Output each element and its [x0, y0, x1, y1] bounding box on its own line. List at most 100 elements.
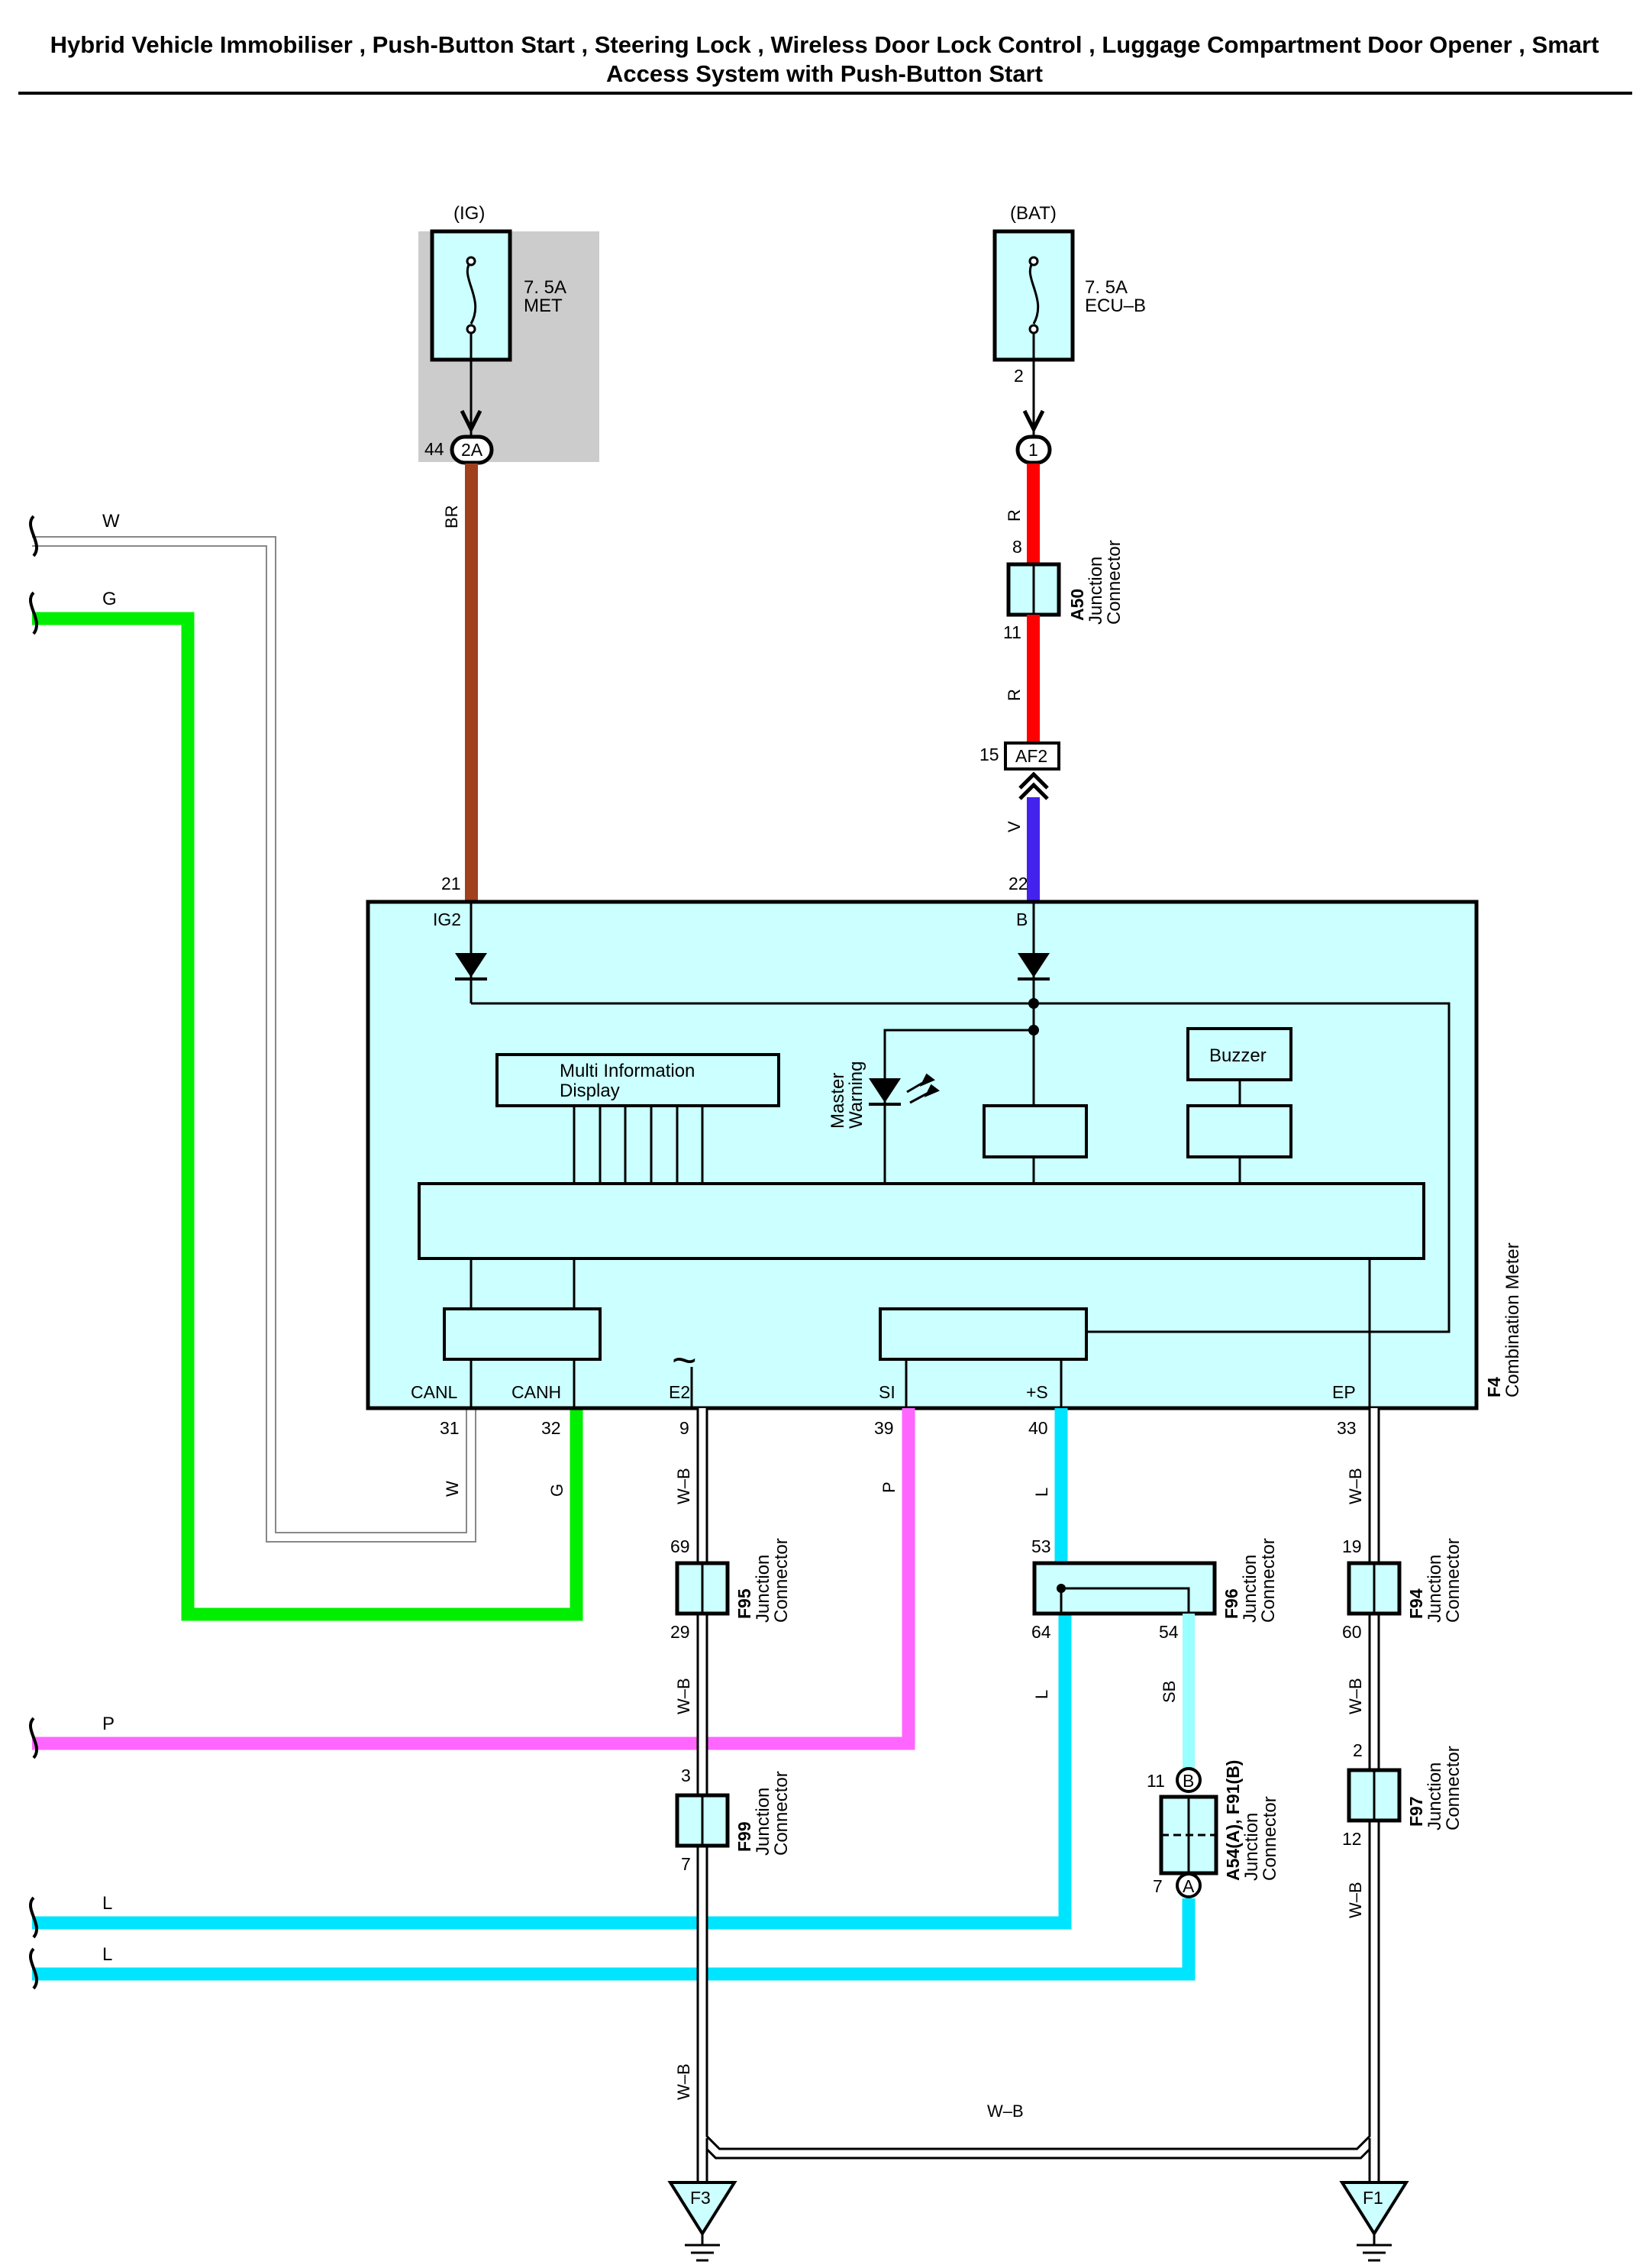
- connector-af2[interactable]: [1004, 741, 1060, 771]
- pin-canh-name: CANH: [511, 1382, 561, 1402]
- buzzer-driver-box: [1186, 1104, 1292, 1158]
- pin-b-name: B: [1016, 909, 1028, 929]
- wire-r-lower-label: R: [1005, 689, 1024, 701]
- meter-main-bus-block: [418, 1182, 1425, 1260]
- fuse-ecu-b-terminal-bottom: [1028, 324, 1039, 334]
- wire-l-s-lower-label: L: [1032, 1690, 1051, 1699]
- wire-wb-e2-lower-label: W–B: [674, 2063, 693, 2100]
- c1-pin: 2: [1014, 366, 1024, 386]
- wire-l-left-1: [32, 1614, 1072, 1930]
- fuse-ecu-b-icon: [1028, 260, 1040, 325]
- f99-type-2: Connector: [771, 1771, 792, 1856]
- wire-g-canh-label: G: [547, 1484, 566, 1497]
- f94-id: F94: [1406, 1588, 1426, 1619]
- f95-id: F95: [734, 1588, 754, 1619]
- f96-type-1: Junction: [1240, 1555, 1260, 1623]
- int-master: [883, 1029, 1034, 1184]
- f95-pin-out: 29: [670, 1622, 690, 1642]
- pin-e2-name: E2: [669, 1382, 690, 1402]
- break-g: [28, 591, 39, 635]
- f94-type-2: Connector: [1443, 1538, 1463, 1623]
- f95-type-1: Junction: [753, 1555, 773, 1623]
- wire-wb-ep-mid-label: W–B: [1346, 1678, 1365, 1714]
- wire-p-left: [32, 1408, 915, 1750]
- af2-pin: 15: [979, 745, 999, 764]
- ground-f3[interactable]: [667, 2181, 737, 2237]
- pin-ig2-num: 21: [441, 874, 461, 893]
- fuse-met-name: MET: [524, 296, 563, 316]
- ig-supply-label: (IG): [453, 203, 485, 224]
- wire-r-upper-label: R: [1005, 509, 1024, 522]
- wire-wb-ep-lower-label: W–B: [1346, 1882, 1365, 1918]
- a50-pin-in: 8: [1012, 537, 1022, 557]
- f96-pin-out-l: 64: [1031, 1622, 1051, 1642]
- f96-internal: [1061, 1587, 1190, 1614]
- mid-label-1: Multi Information: [560, 1061, 695, 1081]
- a50-type-2: Connector: [1104, 540, 1125, 625]
- led-rays-icon: [906, 1073, 940, 1104]
- fuse-met-rating: 7. 5A: [524, 277, 566, 298]
- fuse-met-icon: [466, 260, 477, 325]
- pin-canl-name: CANL: [411, 1382, 458, 1402]
- wire-l-left-2: [32, 1898, 1196, 1981]
- f97-type-2: Connector: [1443, 1746, 1463, 1830]
- f94-type-1: Junction: [1425, 1555, 1445, 1623]
- af2-code: AF2: [1015, 746, 1047, 766]
- a54-type-2: Connector: [1260, 1796, 1280, 1881]
- f96-pin-out-sb: 54: [1159, 1622, 1179, 1642]
- f99-type-1: Junction: [753, 1788, 773, 1856]
- pin-si-num: 39: [874, 1418, 894, 1438]
- pin-ep-name: EP: [1332, 1382, 1356, 1402]
- connector-1[interactable]: [1015, 435, 1052, 465]
- ground-f3-label: F3: [690, 2188, 711, 2208]
- f99-pin-out: 7: [681, 1854, 691, 1874]
- break-l-2: [28, 1947, 39, 1990]
- diode-ig2: [455, 953, 487, 977]
- wire-p-si-label: P: [879, 1481, 899, 1493]
- f96-id: F96: [1221, 1588, 1241, 1619]
- pin-canh-num: 32: [541, 1418, 561, 1438]
- f97-pin-in: 2: [1353, 1740, 1363, 1760]
- pin-e2-num: 9: [679, 1418, 689, 1438]
- bat-supply-label: (BAT): [1010, 203, 1057, 224]
- c1-code: 1: [1028, 440, 1038, 460]
- mid-label-2: Display: [560, 1081, 620, 1101]
- f94-pin-out: 60: [1342, 1622, 1362, 1642]
- multi-information-display[interactable]: [495, 1053, 780, 1107]
- a54-type-1: Junction: [1241, 1813, 1262, 1881]
- a50-pin-out: 11: [1003, 622, 1021, 642]
- arrow-ecu-b: [1022, 409, 1045, 434]
- wire-l-left-1-label: L: [102, 1893, 112, 1914]
- wire-l-left-2-label: L: [102, 1944, 112, 1965]
- bus-top: [471, 1002, 1451, 1333]
- fuse-ecu-b-rating: 7. 5A: [1085, 277, 1128, 298]
- f96-node: [1057, 1584, 1066, 1593]
- arrow-met: [460, 409, 482, 434]
- wire-wb-e2-mid-label: W–B: [674, 1678, 693, 1714]
- f99-pin-in: 3: [681, 1766, 691, 1785]
- f99-id: F99: [734, 1821, 754, 1852]
- diagram-title: Hybrid Vehicle Immobiliser , Push-Button…: [50, 31, 1599, 87]
- pin-b-num: 22: [1008, 874, 1028, 893]
- meter-name: Combination Meter: [1502, 1242, 1523, 1397]
- wire-br-label: BR: [442, 505, 461, 528]
- break-p: [28, 1717, 39, 1759]
- a54-mark-a: A: [1183, 1876, 1195, 1896]
- a54-id: A54(A), F91(B): [1223, 1760, 1243, 1881]
- af2-chevron: [1018, 771, 1049, 800]
- wire-v-label: V: [1005, 821, 1024, 832]
- f94-pin-in: 19: [1342, 1536, 1362, 1556]
- wire-wb-ground-label: W–B: [987, 2102, 1024, 2121]
- f97-id: F97: [1406, 1796, 1426, 1827]
- f95-pin-in: 69: [670, 1536, 690, 1556]
- f97-type-1: Junction: [1425, 1762, 1445, 1830]
- a54-mark-b-circle: [1176, 1767, 1202, 1793]
- master-warning-label-1: Master: [828, 1073, 848, 1129]
- connector-2a[interactable]: [450, 435, 494, 465]
- ground-f1[interactable]: [1339, 2181, 1409, 2237]
- wire-wb-ep-upper-label: W–B: [1346, 1468, 1365, 1504]
- fuse-ecu-b-name: ECU–B: [1085, 296, 1146, 316]
- wire-w-left-inner: [32, 538, 475, 1541]
- meter-id: F4: [1484, 1377, 1504, 1397]
